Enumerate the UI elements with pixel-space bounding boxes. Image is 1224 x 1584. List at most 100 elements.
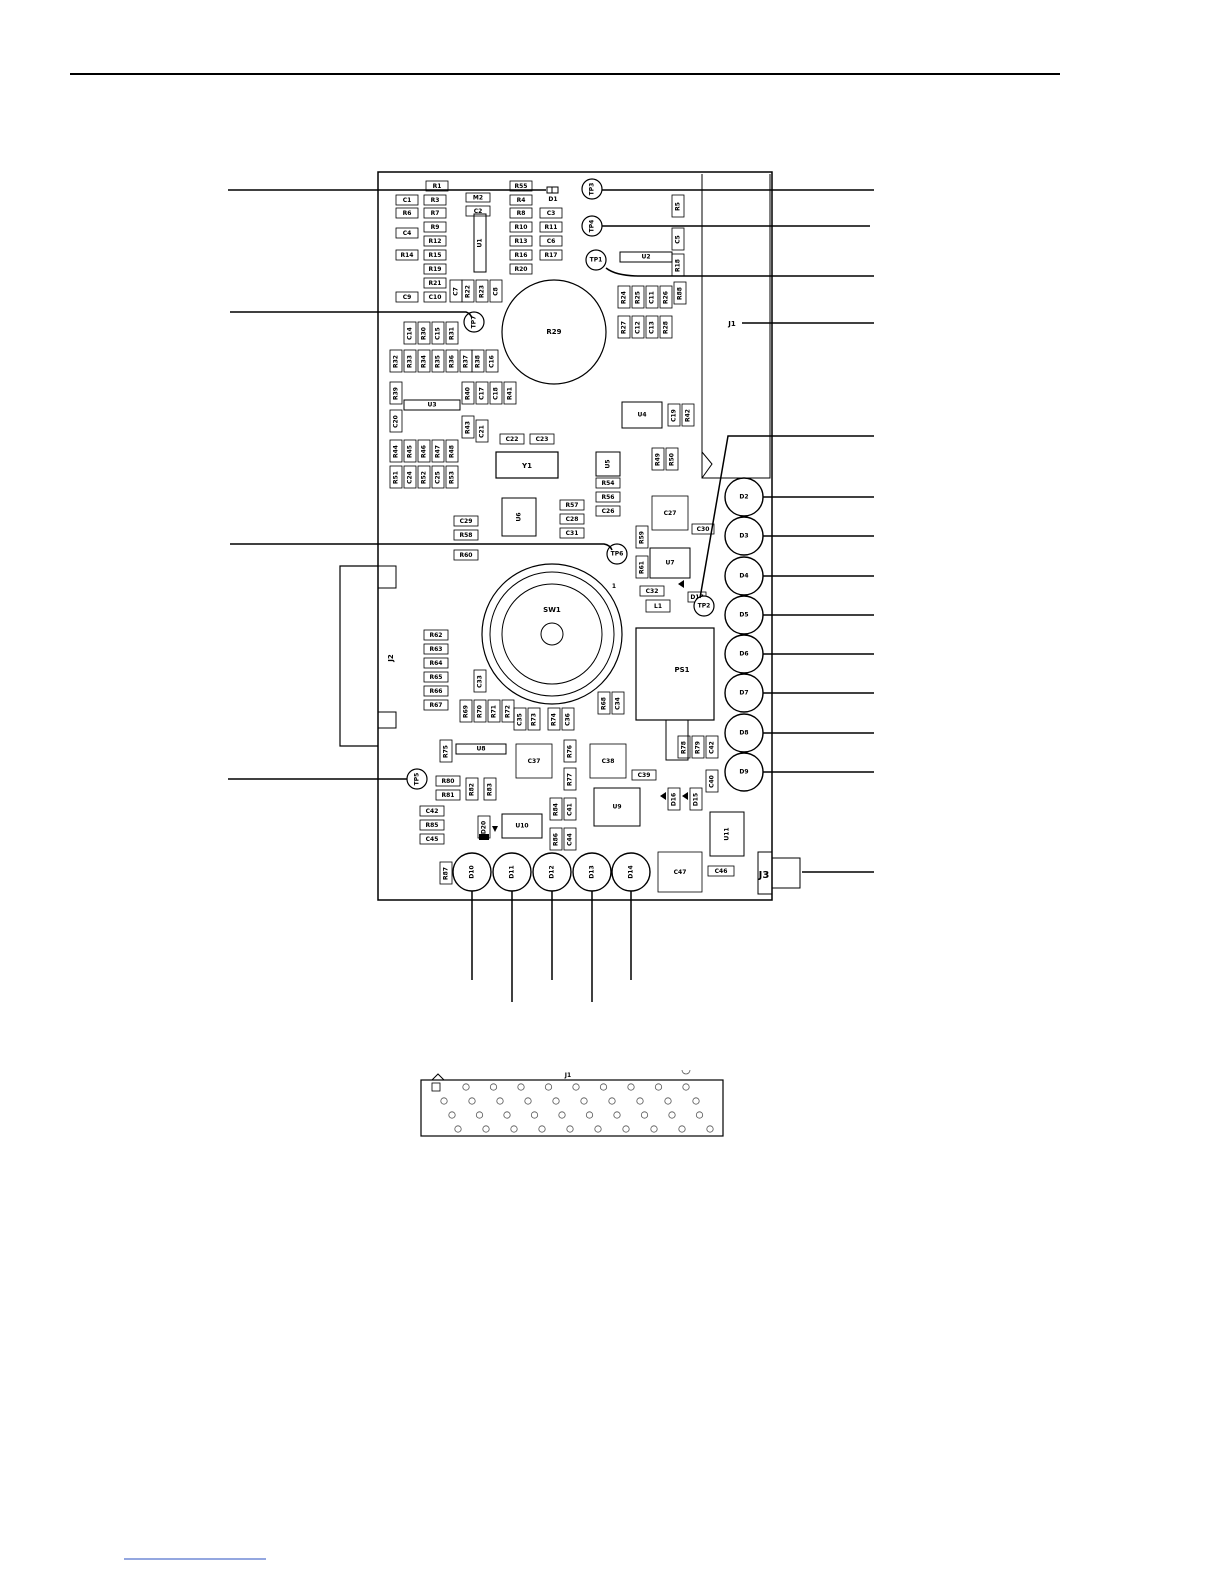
part-r77: R77 <box>563 767 577 791</box>
svg-text:D16: D16 <box>671 793 678 806</box>
svg-text:R15: R15 <box>429 252 442 259</box>
led-d10: D10 <box>452 852 492 892</box>
svg-text:R50: R50 <box>669 453 676 466</box>
connector-j2-label: J2 <box>387 654 395 663</box>
svg-text:C45: C45 <box>426 836 439 843</box>
led-d13: D13 <box>572 852 612 892</box>
svg-text:C33: C33 <box>477 675 484 688</box>
connector-j2-outline <box>339 565 378 747</box>
part-r48: R48 <box>445 439 459 463</box>
ic-u3: U3 <box>403 399 461 411</box>
svg-text:R39: R39 <box>393 387 400 400</box>
part-r12: R12 <box>423 235 447 247</box>
part-r63: R63 <box>423 643 449 655</box>
part-r17: R17 <box>539 249 563 261</box>
svg-text:R11: R11 <box>545 224 558 231</box>
svg-text:R69: R69 <box>463 705 470 718</box>
svg-text:U9: U9 <box>612 804 621 811</box>
svg-text:D7: D7 <box>739 690 748 697</box>
part-r62: R62 <box>423 629 449 641</box>
led-d5: D5 <box>724 595 764 635</box>
svg-text:R9: R9 <box>431 224 440 231</box>
part-r25: R25 <box>631 285 645 309</box>
part-r37: R37 <box>459 349 473 373</box>
part-r51: R51 <box>389 465 403 489</box>
part-r30: R30 <box>417 321 431 345</box>
svg-text:R60: R60 <box>460 552 473 559</box>
j1-pinout-diagram: J1 <box>420 1069 724 1137</box>
svg-text:C9: C9 <box>403 294 412 301</box>
part-r24: R24 <box>617 285 631 309</box>
part-r5: R5 <box>671 194 685 218</box>
svg-text:R47: R47 <box>435 445 442 458</box>
svg-text:R85: R85 <box>426 822 439 829</box>
svg-text:R44: R44 <box>393 445 400 458</box>
ic-u1: U1 <box>473 213 487 273</box>
part-c47: C47 <box>657 851 703 893</box>
svg-text:R43: R43 <box>465 421 472 434</box>
part-r80: R80 <box>435 775 461 787</box>
part-m2: M2 <box>465 192 491 203</box>
part-r23: R23 <box>475 279 489 303</box>
svg-text:C34: C34 <box>615 697 622 710</box>
part-r87: R87 <box>439 861 453 885</box>
part-r79: R79 <box>691 735 705 759</box>
part-r7: R7 <box>423 207 447 219</box>
svg-text:R29: R29 <box>546 328 561 336</box>
svg-text:SW1: SW1 <box>543 606 561 614</box>
svg-text:R13: R13 <box>515 238 528 245</box>
svg-text:R38: R38 <box>475 355 482 368</box>
svg-text:R22: R22 <box>465 285 472 298</box>
part-c25: C25 <box>431 465 445 489</box>
part-r58: R58 <box>453 529 479 541</box>
svg-text:R58: R58 <box>460 532 473 539</box>
part-c14: C14 <box>403 321 417 345</box>
svg-text:C47: C47 <box>674 869 687 876</box>
part-c37: C37 <box>515 743 553 779</box>
test-point-tp5: TP5 <box>406 768 428 790</box>
svg-text:C19: C19 <box>671 409 678 422</box>
svg-text:D9: D9 <box>739 769 748 776</box>
svg-text:R88: R88 <box>677 287 684 300</box>
led-d12: D12 <box>532 852 572 892</box>
part-r59: R59 <box>635 525 649 549</box>
svg-text:R51: R51 <box>393 471 400 484</box>
svg-text:C39: C39 <box>638 772 651 779</box>
part-c3: C3 <box>539 207 563 219</box>
part-r3: R3 <box>423 194 447 206</box>
part-c38: C38 <box>589 743 627 779</box>
part-d15: D15 <box>689 787 703 811</box>
part-r67: R67 <box>423 699 449 711</box>
part-r6: R6 <box>395 207 419 219</box>
svg-text:R80: R80 <box>442 778 455 785</box>
svg-text:R78: R78 <box>681 741 688 754</box>
svg-text:PS1: PS1 <box>674 666 689 674</box>
part-r83: R83 <box>483 777 497 801</box>
part-r28: R28 <box>659 315 673 339</box>
part-r32: R32 <box>389 349 403 373</box>
svg-text:TP6: TP6 <box>611 551 624 558</box>
part-c40: C40 <box>705 769 719 793</box>
svg-text:C44: C44 <box>567 833 574 846</box>
callout-lines <box>228 189 874 1002</box>
svg-text:C13: C13 <box>649 321 656 334</box>
part-r85: R85 <box>419 819 445 831</box>
led-d8: D8 <box>724 713 764 753</box>
svg-text:R45: R45 <box>407 445 414 458</box>
svg-text:C2: C2 <box>474 208 483 215</box>
part-c16: C16 <box>485 349 499 373</box>
led-d11: D11 <box>492 852 532 892</box>
svg-text:D11: D11 <box>509 865 516 878</box>
svg-text:C12: C12 <box>635 321 642 334</box>
svg-text:TP7: TP7 <box>471 316 478 329</box>
svg-text:R76: R76 <box>567 745 574 758</box>
part-r61: R61 <box>635 555 649 579</box>
svg-text:R56: R56 <box>602 494 615 501</box>
svg-text:C4: C4 <box>403 230 412 237</box>
svg-text:R17: R17 <box>545 252 558 259</box>
part-c41: C41 <box>563 797 577 821</box>
r29-potentiometer <box>501 279 607 385</box>
svg-text:Y1: Y1 <box>521 462 532 470</box>
